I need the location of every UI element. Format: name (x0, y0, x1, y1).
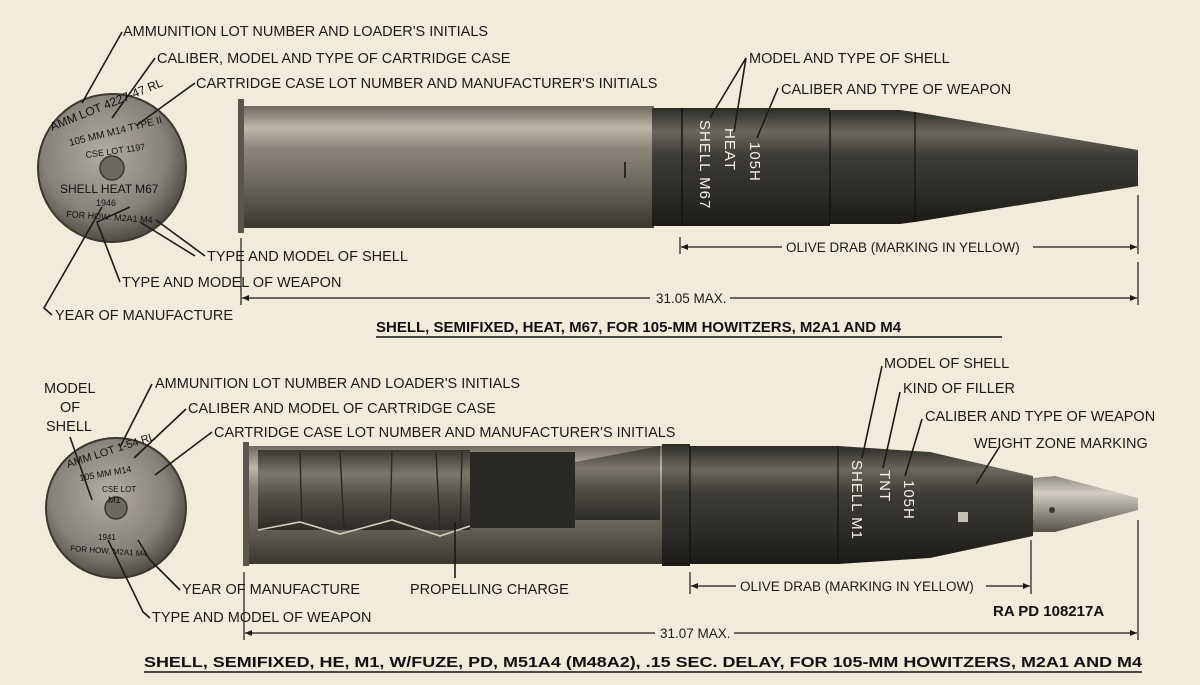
bottom-label-caliber-case: CALIBER AND MODEL OF CARTRIDGE CASE (188, 401, 496, 417)
top-shell-ogive-band (830, 110, 900, 224)
bottom-label-ammo-lot: AMMUNITION LOT NUMBER AND LOADER'S INITI… (155, 376, 520, 392)
top-label-model-type-shell: MODEL AND TYPE OF SHELL (749, 51, 950, 67)
top-marking-line-1: 105H (746, 142, 763, 182)
top-marking-line-2: HEAT (721, 128, 738, 171)
bottom-label-caliber-weapon: CALIBER AND TYPE OF WEAPON (925, 409, 1155, 425)
bottom-rotating-band (662, 444, 690, 566)
bottom-label-model-2: OF (60, 400, 80, 416)
bottom-length-label: 31.07 MAX. (660, 626, 731, 641)
bottom-primer (104, 496, 128, 520)
top-label-caliber-weapon: CALIBER AND TYPE OF WEAPON (781, 82, 1011, 98)
top-case-rim (238, 99, 244, 233)
bottom-label-propelling-charge: PROPELLING CHARGE (410, 582, 569, 598)
top-cartridge-case (244, 106, 654, 228)
top-label-weapon-type: TYPE AND MODEL OF WEAPON (122, 275, 341, 291)
top-olive-drab-label: OLIVE DRAB (MARKING IN YELLOW) (786, 240, 1020, 255)
bottom-caption: SHELL, SEMIFIXED, HE, M1, W/FUZE, PD, M5… (144, 654, 1143, 671)
top-stamp-line-5: 1946 (96, 198, 116, 208)
top-shell-nose (900, 110, 1138, 224)
top-length-label: 31.05 MAX. (656, 291, 727, 306)
bottom-label-model-of-shell: MODEL OF SHELL (884, 356, 1009, 372)
top-stamp-line-4: SHELL HEAT M67 (60, 182, 159, 196)
bottom-label-model-3: SHELL (46, 419, 92, 435)
bottom-stamp-line-3: CSE LOT (102, 485, 136, 494)
bottom-case-rim (243, 442, 249, 566)
bottom-label-weapon-type: TYPE AND MODEL OF WEAPON (152, 610, 371, 626)
bottom-label-model-1: MODEL (44, 381, 96, 397)
top-label-caliber-case: CALIBER, MODEL AND TYPE OF CARTRIDGE CAS… (157, 51, 511, 67)
top-marking-line-3: SHELL M67 (696, 120, 713, 209)
bottom-label-case-lot: CARTRIDGE CASE LOT NUMBER AND MANUFACTUR… (214, 425, 675, 441)
bottom-stamp-line-5: 1941 (98, 533, 116, 542)
top-caption: SHELL, SEMIFIXED, HEAT, M67, FOR 105-MM … (376, 319, 902, 336)
bottom-fuze (1033, 476, 1138, 532)
top-label-shell-type: TYPE AND MODEL OF SHELL (207, 249, 408, 265)
bottom-label-kind-of-filler: KIND OF FILLER (903, 381, 1015, 397)
bottom-round: SHELL M1 TNT 105H AMM LOT 1-54 RL 105 MM… (44, 356, 1155, 673)
bottom-label-year: YEAR OF MANUFACTURE (182, 582, 360, 598)
top-label-case-lot: CARTRIDGE CASE LOT NUMBER AND MANUFACTUR… (196, 76, 657, 92)
bottom-label-weight-zone: WEIGHT ZONE MARKING (974, 436, 1148, 452)
top-rotating-band (652, 108, 682, 226)
bottom-marking-line-2: TNT (876, 470, 893, 502)
bottom-shell-body (690, 446, 838, 564)
bottom-shell-ogive (838, 446, 1033, 564)
bottom-propelling-charge (258, 450, 470, 530)
top-round: SHELL M67 HEAT 105H AMM LOT 4227-47 RL 1… (37, 24, 1139, 338)
bottom-ref-number: RA PD 108217A (993, 603, 1104, 620)
top-primer (99, 155, 125, 181)
bottom-olive-drab-label: OLIVE DRAB (MARKING IN YELLOW) (740, 579, 974, 594)
top-label-year: YEAR OF MANUFACTURE (55, 308, 233, 324)
bottom-marking-line-1: 105H (900, 480, 917, 520)
bottom-weight-zone-square (958, 512, 968, 522)
bottom-stamp-line-4: M1 (108, 495, 121, 505)
bottom-case-interior (470, 452, 575, 528)
top-label-ammo-lot: AMMUNITION LOT NUMBER AND LOADER'S INITI… (123, 24, 488, 40)
bottom-projectile-base (575, 446, 660, 520)
bottom-marking-line-3: SHELL M1 (848, 460, 865, 540)
